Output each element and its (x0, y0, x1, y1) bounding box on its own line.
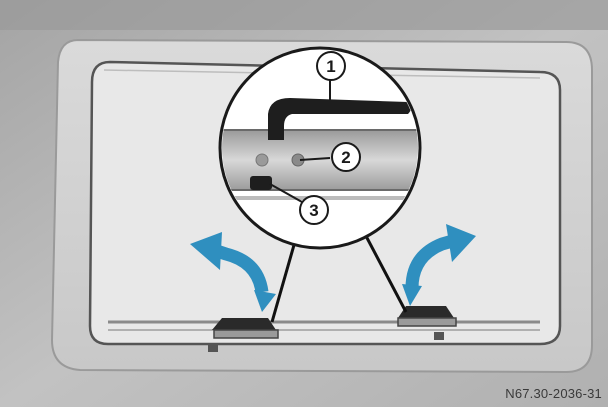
callout-2: 2 (332, 143, 360, 171)
release-button (250, 176, 272, 190)
callout-1: 1 (317, 52, 345, 80)
svg-text:1: 1 (326, 57, 335, 76)
image-code: N67.30-2036-31 (505, 386, 602, 401)
svg-text:2: 2 (341, 148, 350, 167)
svg-text:3: 3 (309, 201, 318, 220)
indicator-dot-1 (256, 154, 268, 166)
callout-3: 3 (300, 196, 328, 224)
